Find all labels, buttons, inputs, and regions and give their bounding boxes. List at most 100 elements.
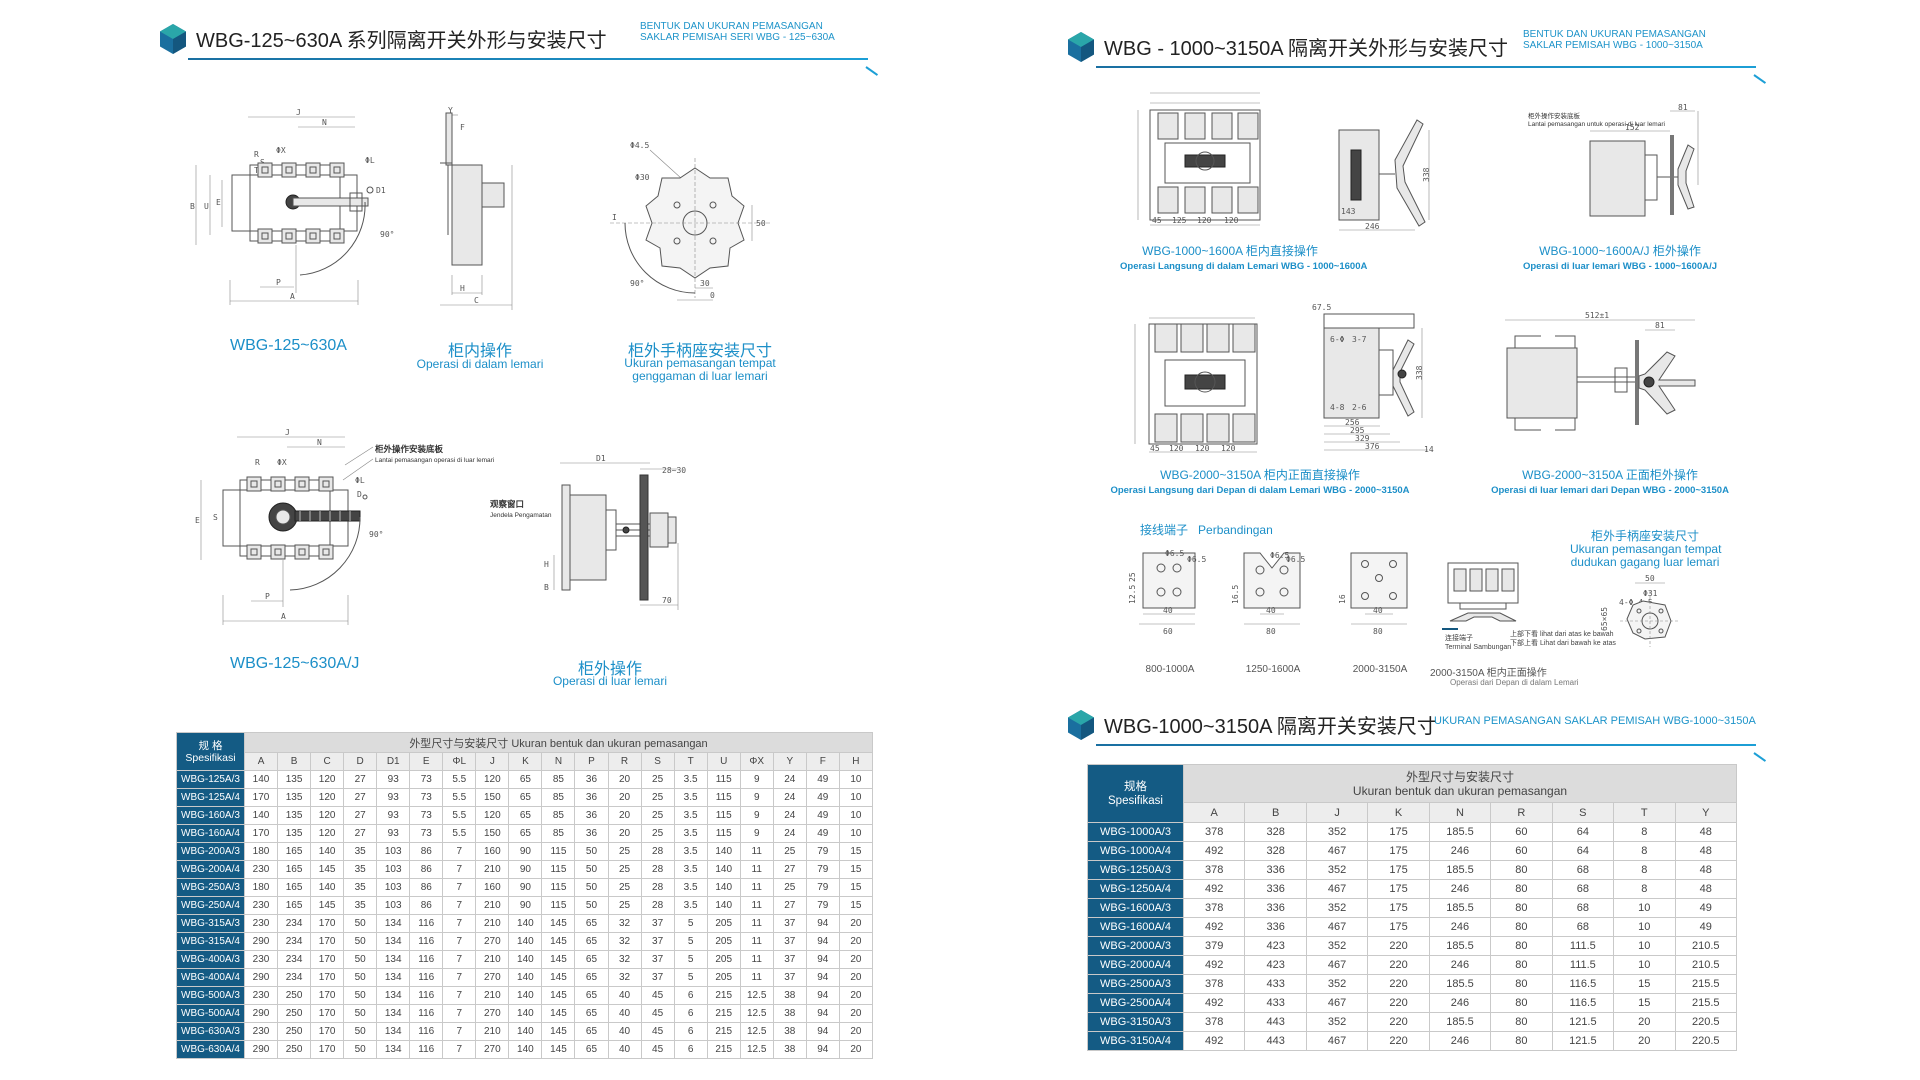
table-cell: 24 — [772, 788, 807, 807]
table-cell: 215.5 — [1674, 974, 1737, 994]
table-cell: 215 — [706, 986, 741, 1005]
row-spec-name: WBG-125A/3 — [176, 770, 245, 789]
table-cell: 220 — [1367, 1012, 1430, 1032]
row-spec-name: WBG-1250A/3 — [1087, 860, 1184, 880]
table-cell: 111.5 — [1551, 955, 1615, 975]
table-cell: 246 — [1428, 993, 1492, 1013]
table-cell: 230 — [243, 860, 279, 879]
table-cell: 210.5 — [1674, 955, 1737, 975]
table-cell: 250 — [277, 986, 312, 1005]
handle-seat-title: 柜外手柄座安装尺寸 Ukuran pemasangan tempat duduk… — [1570, 529, 1722, 569]
table-cell: 93 — [376, 806, 411, 825]
table-cell: 20 — [838, 1022, 874, 1041]
svg-text:120: 120 — [1224, 216, 1239, 225]
table-cell: 37 — [772, 968, 807, 987]
table-cell: 205 — [706, 950, 741, 969]
table-cell: 492 — [1182, 917, 1246, 937]
drawing-wbg-1000-1600a-side: 338 246 143 — [1325, 110, 1431, 231]
table-cell: 85 — [541, 770, 576, 789]
table-cell: 467 — [1305, 955, 1369, 975]
table-cell: 120 — [310, 788, 345, 807]
table-cell: 336 — [1244, 879, 1307, 899]
table-cell: 25 — [640, 770, 675, 789]
table-cell: 11 — [739, 950, 774, 969]
table-cell: 11 — [739, 914, 774, 933]
table-cell: 116.5 — [1551, 993, 1615, 1013]
table-cell: 20 — [607, 770, 642, 789]
svg-text:Y: Y — [448, 106, 453, 115]
svg-text:C: C — [474, 296, 479, 305]
column-header: ΦL — [442, 752, 477, 771]
table-cell: 115 — [706, 770, 741, 789]
caption-wbg-125-630a-j: WBG-125~630A/J — [230, 655, 360, 672]
table-cell: 94 — [805, 914, 840, 933]
table-cell: 111.5 — [1551, 936, 1615, 956]
table-cell: 9 — [739, 770, 774, 789]
table-cell: 3.5 — [673, 788, 708, 807]
table-cell: 28 — [640, 896, 675, 915]
column-header: Y — [1674, 802, 1737, 823]
table-cell: 115 — [541, 842, 576, 861]
column-header: A — [243, 752, 279, 771]
svg-text:338: 338 — [1422, 167, 1431, 182]
table-cell: 6 — [673, 1040, 708, 1059]
table-cell: 246 — [1428, 917, 1492, 937]
table-cell: 45 — [640, 1022, 675, 1041]
table-cell: 37 — [640, 968, 675, 987]
svg-text:40: 40 — [1266, 606, 1276, 615]
table-cell: 145 — [541, 1040, 576, 1059]
table-cell: 443 — [1244, 1012, 1307, 1032]
row-spec-name: WBG-160A/4 — [176, 824, 245, 843]
column-header: N — [1428, 802, 1492, 823]
row-spec-name: WBG-250A/3 — [176, 878, 245, 897]
drawing-wbg-2000-3150a-outside: 512±1 81 — [1495, 311, 1715, 445]
table-cell: 433 — [1244, 993, 1307, 1013]
svg-text:Φ31: Φ31 — [1643, 589, 1658, 598]
table-cell: 11 — [739, 878, 774, 897]
table-cell: 150 — [475, 788, 510, 807]
table-cell: 24 — [772, 770, 807, 789]
caption-handle-mount-id: Ukuran pemasangan tempat genggaman di lu… — [624, 356, 776, 383]
table-cell: 7 — [442, 932, 477, 951]
column-header: P — [574, 752, 609, 771]
drawing-wbg-1000-1600a-inside: 45 125 120 120 — [1130, 85, 1290, 235]
row-spec-name: WBG-630A/3 — [176, 1022, 245, 1041]
table-cell: 25 — [607, 878, 642, 897]
svg-text:ΦX: ΦX — [276, 146, 286, 155]
note-observation-window: 观察窗口 Jendela Pengamatan — [490, 499, 552, 519]
svg-text:H: H — [544, 560, 549, 569]
table-cell: 246 — [1428, 1031, 1492, 1051]
table-cell: 20 — [838, 986, 874, 1005]
table-cell: 135 — [277, 770, 312, 789]
table-cell: 37 — [640, 932, 675, 951]
table-cell: 140 — [508, 914, 543, 933]
column-header: A — [1182, 802, 1246, 823]
table-cell: 11 — [739, 860, 774, 879]
svg-text:376: 376 — [1365, 442, 1380, 451]
table-cell: 170 — [243, 788, 279, 807]
table-cell: 116 — [409, 1040, 444, 1059]
table-cell: 246 — [1428, 955, 1492, 975]
row-spec-name: WBG-2000A/4 — [1087, 955, 1184, 975]
table-cell: 8 — [1613, 860, 1676, 880]
table-cell: 73 — [409, 770, 444, 789]
table-cell: 145 — [541, 968, 576, 987]
right-section-subtitle: BENTUK DAN UKURAN PEMASANGAN SAKLAR PEMI… — [1523, 29, 1706, 51]
table-cell: 336 — [1244, 898, 1307, 918]
right-section-header: WBG - 1000~3150A 隔离开关外形与安装尺寸 BENTUK DAN … — [1068, 26, 1768, 84]
table-cell: 492 — [1182, 993, 1246, 1013]
table-cell: 38 — [772, 986, 807, 1005]
table-cell: 9 — [739, 824, 774, 843]
table-cell: 24 — [772, 824, 807, 843]
row-spec-name: WBG-200A/3 — [176, 842, 245, 861]
table-cell: 170 — [310, 968, 345, 987]
table-cell: 9 — [739, 788, 774, 807]
table-cell: 140 — [508, 1004, 543, 1023]
terminal-comparison-title: 接线端子 Perbandingan — [1140, 523, 1273, 537]
drawing-wbg-125-630a-j-front: J N R ΦX ΦL D E S 90° A P — [195, 428, 383, 635]
table-cell: 36 — [574, 788, 609, 807]
table-cell: 230 — [243, 1022, 279, 1041]
table-cell: 50 — [574, 842, 609, 861]
